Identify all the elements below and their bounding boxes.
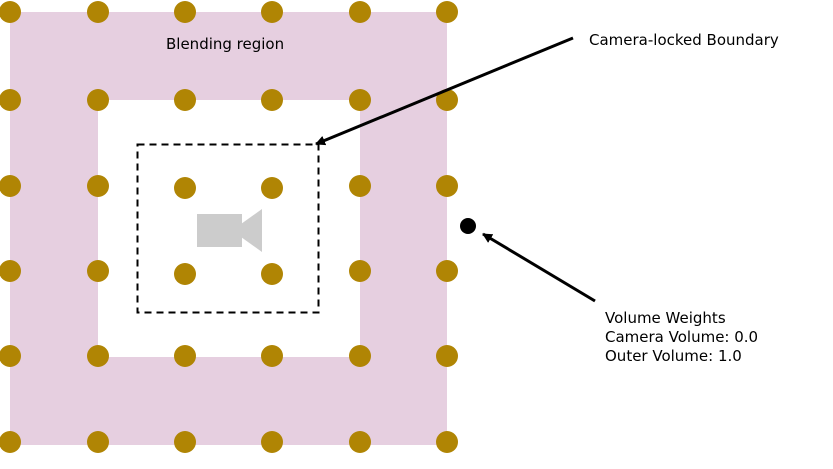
blending-region [10, 12, 447, 445]
probe-point [436, 1, 458, 23]
boundary-label: Camera-locked Boundary [589, 31, 779, 49]
probe-grid [0, 1, 458, 453]
probe-point [349, 431, 371, 453]
probe-point [87, 1, 109, 23]
probe-point [174, 89, 196, 111]
probe-point [87, 175, 109, 197]
probe-point [87, 345, 109, 367]
probe-point [261, 1, 283, 23]
probe-point [261, 89, 283, 111]
probe-point [174, 431, 196, 453]
probe-point [87, 260, 109, 282]
probe-point [349, 175, 371, 197]
probe-point [0, 345, 21, 367]
sample-point-icon [460, 218, 476, 234]
probe-point [0, 431, 21, 453]
probe-point [0, 89, 21, 111]
probe-point [436, 345, 458, 367]
probe-point [349, 345, 371, 367]
video-camera-icon [197, 209, 262, 252]
probe-point [87, 431, 109, 453]
probe-point [0, 1, 21, 23]
volume-weights-title: Volume Weights [605, 309, 726, 327]
probe-point [261, 177, 283, 199]
camera-locked-boundary [136, 143, 320, 314]
sample-point-arrow [482, 232, 596, 303]
probe-point [0, 260, 21, 282]
boundary-arrow [315, 36, 574, 146]
probe-point [436, 89, 458, 111]
probe-point [174, 345, 196, 367]
outer-volume-weight: Outer Volume: 1.0 [605, 347, 742, 365]
probe-point [436, 260, 458, 282]
probe-point [174, 1, 196, 23]
probe-point [0, 175, 21, 197]
probe-point [436, 431, 458, 453]
probe-point [174, 263, 196, 285]
camera-volume-weight: Camera Volume: 0.0 [605, 328, 758, 346]
probe-point [349, 260, 371, 282]
probe-point [87, 89, 109, 111]
probe-point [174, 177, 196, 199]
probe-point [436, 175, 458, 197]
probe-point [261, 431, 283, 453]
probe-point [261, 263, 283, 285]
blending-region-label: Blending region [166, 35, 284, 53]
probe-point [261, 345, 283, 367]
probe-point [349, 1, 371, 23]
probe-point [349, 89, 371, 111]
